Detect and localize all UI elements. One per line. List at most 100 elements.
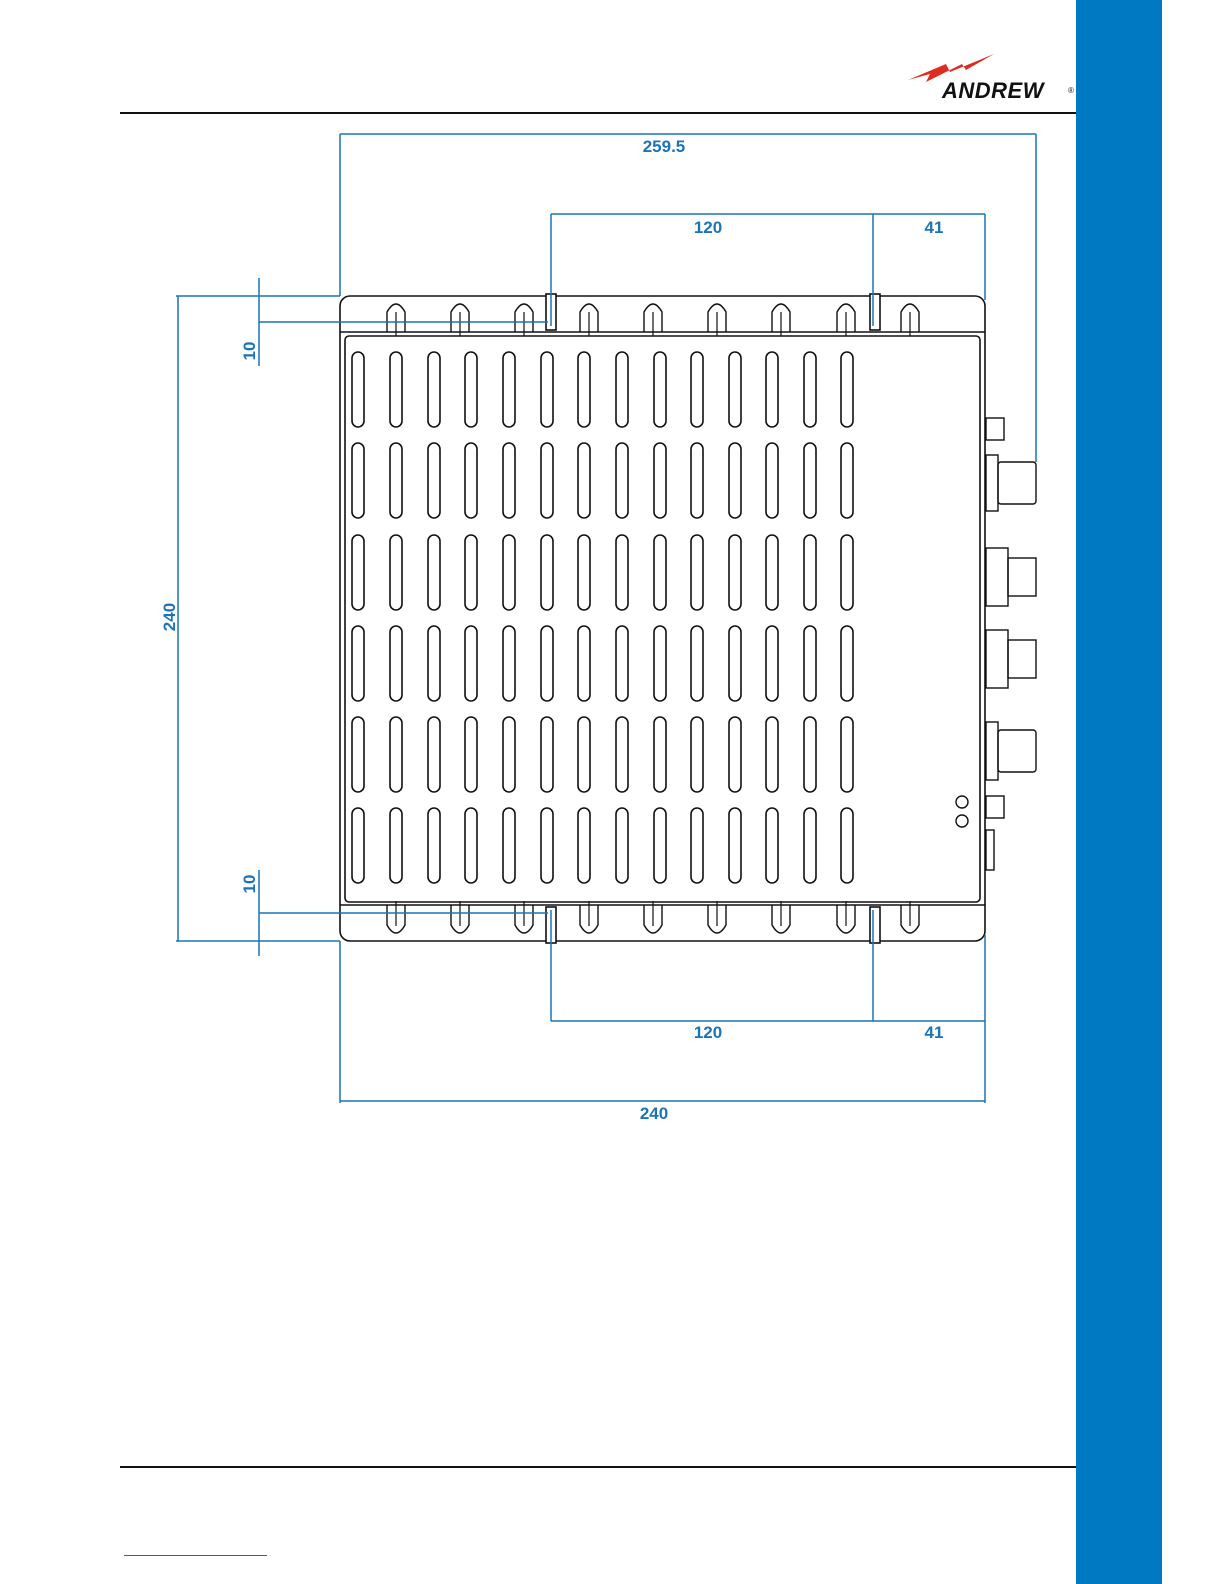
vent-slot: [578, 352, 590, 427]
vent-slot: [578, 717, 590, 792]
vent-slot: [804, 808, 816, 883]
vent-slot: [729, 626, 741, 701]
enclosure-dimension-drawing: 259.5 120 41 240 10 10 120 41 240: [0, 0, 1076, 1200]
vent-slot: [541, 626, 553, 701]
vent-slot: [841, 443, 853, 518]
dim-flange-top: 10: [240, 342, 259, 361]
connector-nut-1: [986, 455, 998, 511]
vent-slot: [766, 443, 778, 518]
vent-slot: [654, 443, 666, 518]
vent-slots: [352, 352, 853, 883]
connector-nut-2: [986, 722, 998, 780]
vent-slot: [616, 535, 628, 610]
dim-height: 240: [160, 603, 179, 631]
vent-slot: [691, 352, 703, 427]
vent-slot: [578, 808, 590, 883]
vent-slot: [578, 443, 590, 518]
vent-slot: [729, 717, 741, 792]
vent-slot: [428, 352, 440, 427]
vent-slot: [729, 443, 741, 518]
connector-small-3: [986, 830, 994, 870]
vent-slot: [841, 626, 853, 701]
vent-slot: [352, 352, 364, 427]
vent-slot: [465, 352, 477, 427]
vent-slot: [503, 352, 515, 427]
vent-slot: [691, 535, 703, 610]
vent-slot: [654, 808, 666, 883]
top-notch-right: [870, 294, 880, 330]
vent-slot: [352, 443, 364, 518]
vent-slot: [390, 808, 402, 883]
vent-slot: [428, 808, 440, 883]
vent-slot: [616, 626, 628, 701]
vent-slot: [616, 808, 628, 883]
vent-slot: [541, 352, 553, 427]
footer-rule: [120, 1466, 1076, 1468]
vent-slot: [691, 626, 703, 701]
vent-slot: [654, 626, 666, 701]
vent-slot: [804, 352, 816, 427]
vent-slot: [390, 535, 402, 610]
vent-slot: [541, 808, 553, 883]
vent-slot: [503, 443, 515, 518]
vent-slot: [841, 808, 853, 883]
vent-slot: [804, 535, 816, 610]
vent-slot: [841, 535, 853, 610]
connector-fiber-1-base: [986, 548, 1008, 606]
vent-slot: [766, 535, 778, 610]
vent-slot: [352, 626, 364, 701]
vent-slot: [841, 352, 853, 427]
vent-slot: [729, 535, 741, 610]
vent-slot: [691, 808, 703, 883]
vent-slot: [804, 443, 816, 518]
connector-small-1: [986, 418, 1004, 440]
side-accent-bar: [1076, 0, 1162, 1584]
vent-slot: [766, 717, 778, 792]
vent-slot: [691, 443, 703, 518]
led-2: [956, 815, 968, 827]
dim-bottom-right: 41: [925, 1023, 944, 1042]
vent-slot: [428, 443, 440, 518]
vent-slot: [616, 443, 628, 518]
vent-slot: [654, 717, 666, 792]
vent-slot: [766, 352, 778, 427]
dim-top-right: 41: [925, 218, 944, 237]
vent-slot: [352, 535, 364, 610]
vent-slot: [465, 535, 477, 610]
vent-slot: [428, 717, 440, 792]
connector-fiber-1: [1008, 558, 1036, 596]
bottom-notch-right: [870, 907, 880, 943]
vent-slot: [804, 717, 816, 792]
connector-rf-2: [998, 730, 1036, 772]
vent-slot: [503, 717, 515, 792]
vent-slot: [428, 626, 440, 701]
enclosure-body: [340, 296, 985, 941]
footer-link-underline: [124, 1555, 267, 1556]
vent-slot: [804, 626, 816, 701]
connector-rf-1: [998, 462, 1036, 504]
vent-slot: [541, 717, 553, 792]
connector-fiber-2-base: [986, 630, 1008, 688]
connector-small-2: [986, 796, 1004, 818]
dimension-lines: [176, 134, 1036, 1103]
vent-slot: [465, 808, 477, 883]
vent-slot: [841, 717, 853, 792]
vent-slot: [729, 352, 741, 427]
dim-flange-bottom: 10: [240, 875, 259, 894]
vent-slot: [578, 626, 590, 701]
vent-slot: [352, 717, 364, 792]
dim-base-width: 240: [640, 1104, 668, 1123]
vent-slot: [541, 535, 553, 610]
vent-slot: [390, 626, 402, 701]
vent-slot: [654, 352, 666, 427]
vent-slot: [352, 808, 364, 883]
vent-slot: [390, 443, 402, 518]
vent-slot: [766, 808, 778, 883]
vent-slot: [616, 717, 628, 792]
dim-overall-width: 259.5: [643, 137, 686, 156]
led-1: [956, 796, 968, 808]
vent-slot: [503, 808, 515, 883]
vent-slot: [766, 626, 778, 701]
vent-slot: [503, 626, 515, 701]
connector-fiber-2: [1008, 640, 1036, 678]
